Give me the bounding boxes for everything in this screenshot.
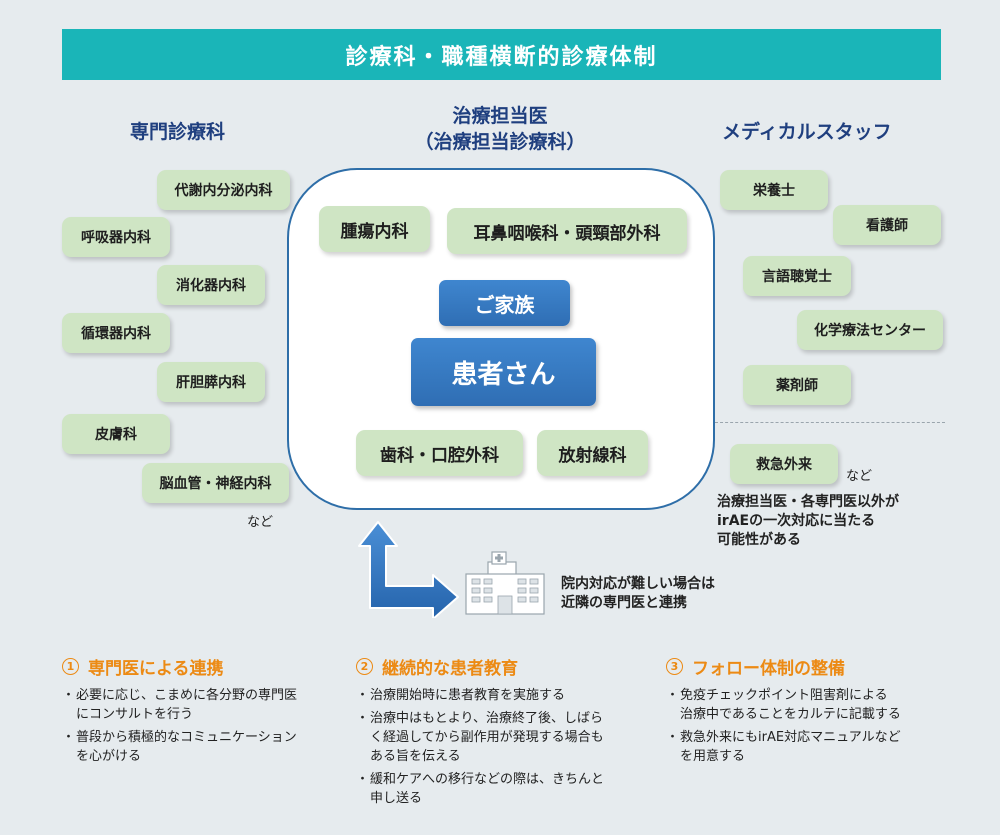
emergency-note: 治療担当医・各専門医以外が irAEの一次対応に当たる 可能性がある bbox=[717, 493, 899, 550]
dept-endocrinology: 代謝内分泌内科 bbox=[157, 170, 290, 210]
section-2-number: 2 bbox=[356, 658, 373, 675]
dept-oncology: 腫瘍内科 bbox=[319, 206, 430, 252]
dept-dental-oral: 歯科・口腔外科 bbox=[356, 430, 523, 476]
family-box: ご家族 bbox=[439, 280, 570, 326]
section-2-title-text: 継続的な患者教育 bbox=[382, 659, 518, 679]
bullet-item: ・必要に応じ、こまめに各分野の専門医にコンサルトを行う bbox=[62, 688, 298, 722]
dept-hepatobiliary: 肝胆膵内科 bbox=[157, 362, 265, 402]
staff-dietitian: 栄養士 bbox=[720, 170, 828, 210]
dept-ent-head-neck: 耳鼻咽喉科・頭頸部外科 bbox=[447, 208, 687, 254]
bullet-item: ・普段から積極的なコミュニケーションを心がける bbox=[62, 730, 297, 764]
section-3-bullets: ・免疫チェックポイント阻害剤による治療中であることをカルテに記載する ・救急外来… bbox=[666, 686, 966, 770]
section-3-title-text: フォロー体制の整備 bbox=[692, 659, 845, 679]
page-title: 診療科・職種横断的診療体制 bbox=[62, 29, 941, 80]
section-1-bullets: ・必要に応じ、こまめに各分野の専門医にコンサルトを行う ・普段から積極的なコミュ… bbox=[62, 686, 347, 770]
divider-line bbox=[715, 422, 945, 423]
staff-chemotherapy-center: 化学療法センター bbox=[797, 310, 943, 350]
bullet-item: ・免疫チェックポイント阻害剤による治療中であることをカルテに記載する bbox=[666, 688, 901, 722]
dept-neurology: 脳血管・神経内科 bbox=[142, 463, 289, 503]
section-2-title: 2 継続的な患者教育 bbox=[356, 654, 518, 679]
hospital-icon bbox=[465, 551, 545, 615]
section-1-title-text: 専門医による連携 bbox=[88, 659, 224, 679]
section-3-title: 3 フォロー体制の整備 bbox=[666, 654, 845, 679]
two-way-arrow-icon bbox=[358, 521, 459, 618]
dept-respiratory: 呼吸器内科 bbox=[62, 217, 170, 257]
specialty-header: 専門診療科 bbox=[130, 121, 226, 143]
staff-pharmacist: 薬剤師 bbox=[743, 365, 851, 405]
emergency-note-line: 可能性がある bbox=[717, 532, 801, 548]
bullet-item: ・治療中はもとより、治療終了後、しばらく経過してから副作用が発現する場合もある旨… bbox=[356, 711, 604, 764]
staff-emergency: 救急外来 bbox=[730, 444, 838, 484]
bullet-item: ・緩和ケアへの移行などの際は、きちんと申し送る bbox=[356, 772, 605, 806]
dept-gastroenterology: 消化器内科 bbox=[157, 265, 265, 305]
section-1-number: 1 bbox=[62, 658, 79, 675]
staff-nurse: 看護師 bbox=[833, 205, 941, 245]
dept-dermatology: 皮膚科 bbox=[62, 414, 170, 454]
section-1-title: 1 専門医による連携 bbox=[62, 654, 224, 679]
referral-note-line: 近隣の専門医と連携 bbox=[561, 595, 687, 611]
emergency-note-line: irAEの一次対応に当たる bbox=[717, 513, 876, 529]
dept-radiology: 放射線科 bbox=[537, 430, 648, 476]
referral-note-line: 院内対応が難しい場合は bbox=[561, 576, 715, 592]
staff-speech-therapist: 言語聴覚士 bbox=[743, 256, 851, 296]
referral-note: 院内対応が難しい場合は 近隣の専門医と連携 bbox=[561, 575, 715, 613]
bullet-item: ・救急外来にもirAE対応マニュアルなどを用意する bbox=[666, 730, 901, 764]
dept-cardiology: 循環器内科 bbox=[62, 313, 170, 353]
right-etc-label: など bbox=[846, 469, 873, 484]
staff-header: メディカルスタッフ bbox=[722, 121, 892, 143]
left-etc-label: など bbox=[247, 515, 274, 530]
patient-box: 患者さん bbox=[411, 338, 596, 406]
attending-header: 治療担当医 （治療担当診療科） bbox=[405, 103, 595, 155]
bullet-item: ・治療開始時に患者教育を実施する bbox=[356, 688, 566, 703]
emergency-note-line: 治療担当医・各専門医以外が bbox=[717, 494, 899, 510]
attending-header-line1: 治療担当医 bbox=[452, 105, 548, 127]
section-3-number: 3 bbox=[666, 658, 683, 675]
attending-header-line2: （治療担当診療科） bbox=[414, 131, 586, 153]
section-2-bullets: ・治療開始時に患者教育を実施する ・治療中はもとより、治療終了後、しばらく経過し… bbox=[356, 686, 656, 812]
